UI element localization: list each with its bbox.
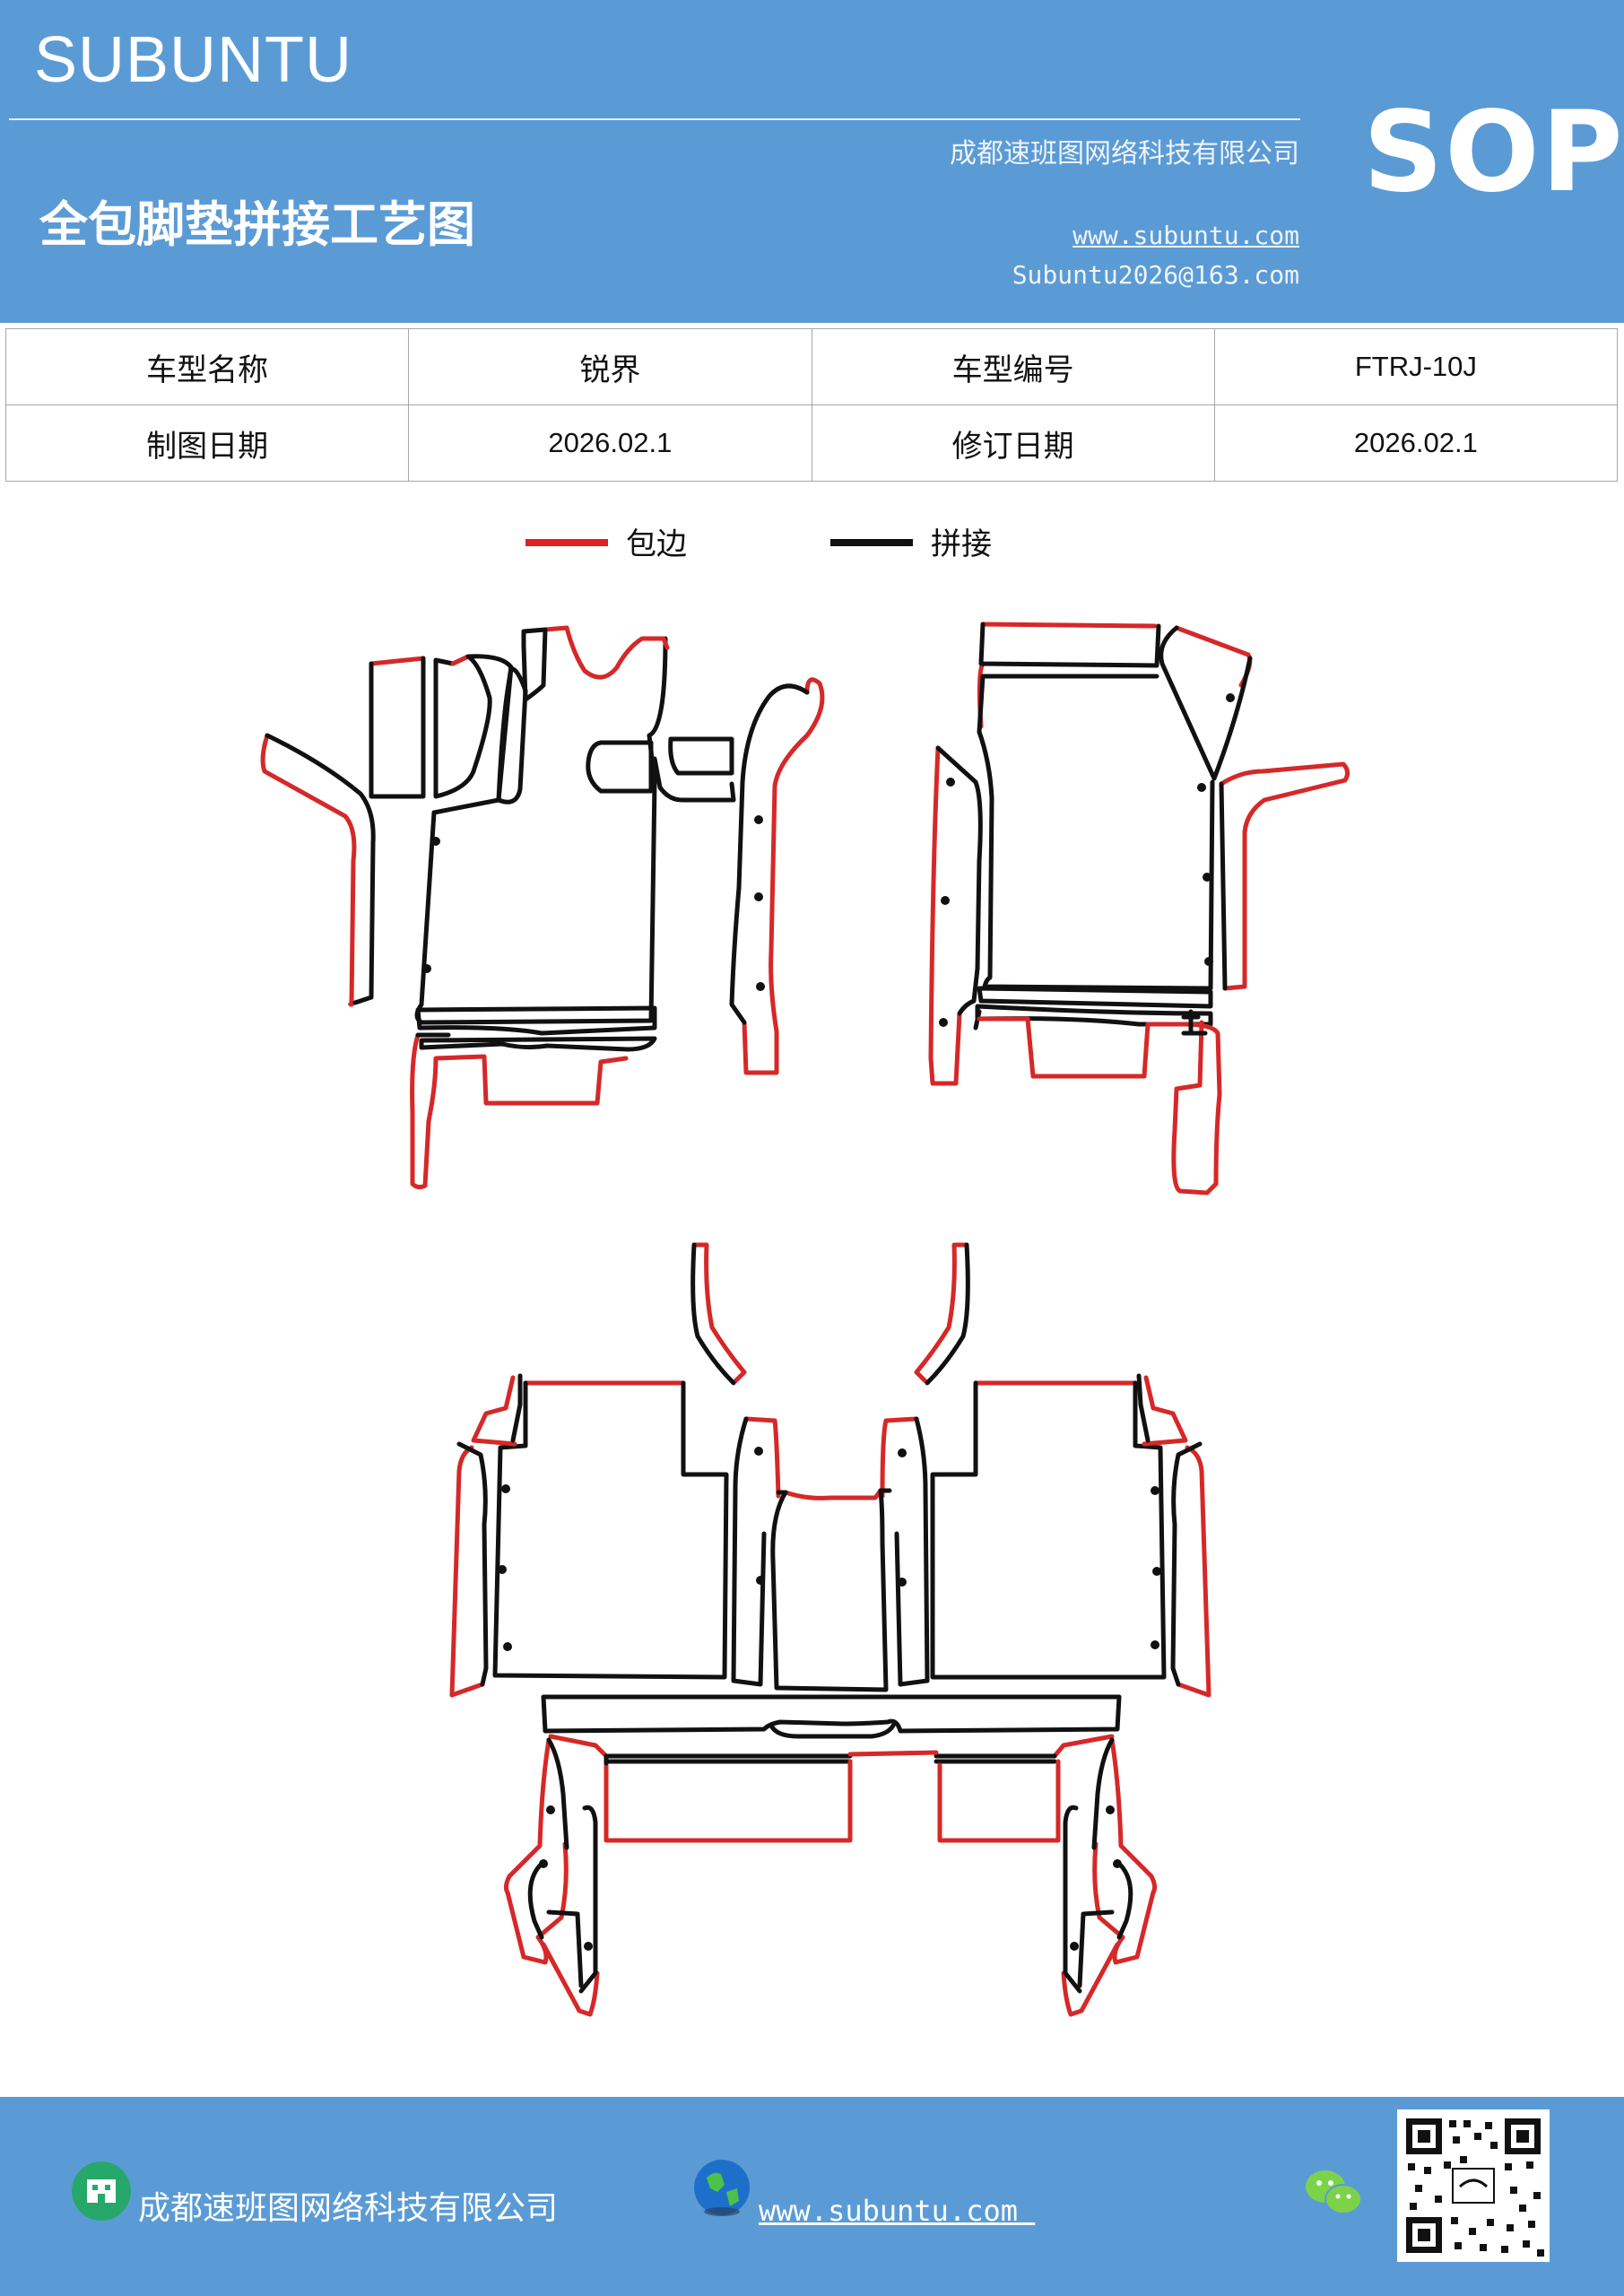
driver-mat-group [260, 625, 736, 1190]
page-title: 全包脚垫拼接工艺图 [39, 196, 475, 253]
label-revision-date: 修订日期 [811, 404, 1215, 482]
value-revision-date: 2026.02.1 [1213, 404, 1619, 482]
sop-badge: SOP [1363, 88, 1624, 217]
mat-assembly-diagram [260, 622, 1350, 2017]
rear-mat-group [449, 1242, 1211, 2017]
legend-swatch-seam [830, 539, 913, 546]
header-website-link[interactable]: www.subuntu.com [1073, 221, 1299, 250]
value-model-name: 锐界 [408, 328, 812, 405]
label-model-name: 车型名称 [4, 328, 410, 405]
header-divider [9, 118, 1300, 120]
globe-icon [694, 2160, 750, 2216]
info-table: 车型名称 锐界 车型编号 FTRJ-10J 制图日期 2026.02.1 修订日… [4, 328, 1619, 482]
table-row: 制图日期 2026.02.1 修订日期 2026.02.1 [4, 404, 1619, 482]
footer-website-link[interactable]: www.subuntu.com [759, 2194, 1036, 2228]
footer: 成都速班图网络科技有限公司 www.subuntu.com [0, 2097, 1624, 2296]
footer-company: 成都速班图网络科技有限公司 [138, 2190, 559, 2227]
legend-swatch-edge [525, 539, 608, 546]
wechat-icon[interactable] [1304, 2167, 1363, 2219]
table-row: 车型名称 锐界 车型编号 FTRJ-10J [4, 328, 1619, 405]
brand-logo: SUBUNTU [34, 24, 353, 96]
header: SUBUNTU 全包脚垫拼接工艺图 成都速班图网络科技有限公司 www.subu… [0, 0, 1624, 323]
driver-door-strip [729, 677, 825, 1075]
passenger-mat-group [928, 622, 1350, 1196]
label-model-code: 车型编号 [811, 328, 1215, 405]
value-model-code: FTRJ-10J [1213, 328, 1619, 405]
qr-code [1397, 2109, 1550, 2262]
qr-code-pattern [1406, 2118, 1544, 2257]
legend-label-edge: 包边 [626, 526, 687, 562]
header-company: 成都速班图网络科技有限公司 [950, 138, 1299, 170]
legend-label-seam: 拼接 [931, 526, 992, 562]
label-draw-date: 制图日期 [4, 404, 410, 482]
header-email[interactable]: Subuntu2026@163.com [1012, 260, 1299, 290]
value-draw-date: 2026.02.1 [408, 404, 812, 482]
building-icon [72, 2161, 131, 2221]
